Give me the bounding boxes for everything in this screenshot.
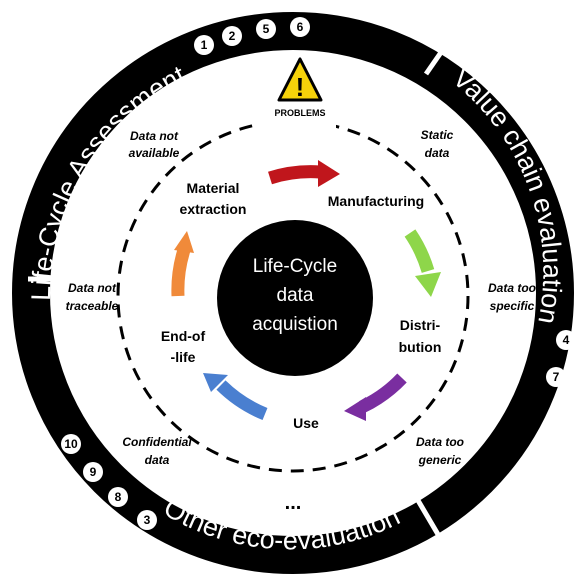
problem-confidential-1: Confidential	[122, 435, 192, 449]
stage-material-extraction-2: extraction	[180, 201, 247, 217]
stage-use: Use	[293, 415, 319, 431]
warning-triangle-icon: !	[277, 57, 323, 102]
arrow-extraction-to-manufacturing	[268, 160, 340, 187]
badge-number: 1	[201, 38, 208, 52]
center-line-2: data	[277, 285, 314, 306]
stage-material-extraction-1: Material	[187, 180, 240, 196]
problem-static-2: data	[425, 146, 450, 160]
ring-separator-top	[423, 23, 463, 76]
badge-number: 4	[563, 333, 570, 347]
badge-number: 7	[553, 370, 560, 384]
badge-number: 10	[64, 437, 78, 451]
problem-static-1: Static	[421, 128, 454, 142]
problems-label: PROBLEMS	[274, 108, 325, 118]
arrow-distribution-to-use	[344, 373, 407, 421]
center-line-3: acquistion	[252, 314, 338, 335]
problem-not-available-1: Data not	[130, 129, 179, 143]
stage-distribution-2: bution	[399, 339, 442, 355]
stage-end-of-life-2: -life	[171, 349, 196, 365]
ring-separator-right	[413, 495, 449, 550]
problem-too-specific-1: Data too	[488, 281, 536, 295]
more-indicator: ...	[285, 492, 302, 514]
problem-confidential-2: data	[145, 453, 170, 467]
stage-distribution-1: Distri-	[400, 317, 441, 333]
arrow-use-to-end-of-life	[203, 373, 268, 421]
problem-not-traceable-1: Data not	[68, 281, 117, 295]
badge-group-lca: 1 2 5 6	[194, 17, 310, 55]
arrow-end-of-life-to-extraction	[171, 231, 194, 297]
badge-number: 8	[115, 490, 122, 504]
badge-number: 5	[263, 22, 270, 36]
badge-group-value-chain: 4 7	[546, 330, 576, 387]
badge-number: 3	[144, 513, 151, 527]
problem-too-generic-1: Data too	[416, 435, 464, 449]
problem-too-specific-2: specific	[490, 299, 535, 313]
problem-not-available-2: available	[129, 146, 180, 160]
badge-number: 6	[297, 20, 304, 34]
badge-number: 2	[229, 29, 236, 43]
badge-group-other: 10 9 8 3	[61, 434, 157, 530]
warning-glyph: !	[296, 72, 305, 102]
stage-manufacturing: Manufacturing	[328, 193, 424, 209]
problem-not-traceable-2: traceable	[66, 299, 119, 313]
badge-number: 9	[90, 465, 97, 479]
problem-too-generic-2: generic	[418, 453, 462, 467]
arrow-manufacturing-to-distribution	[404, 229, 441, 297]
stage-end-of-life-1: End-of	[161, 328, 206, 344]
center-line-1: Life-Cycle	[253, 256, 337, 277]
center-circle	[217, 220, 373, 376]
